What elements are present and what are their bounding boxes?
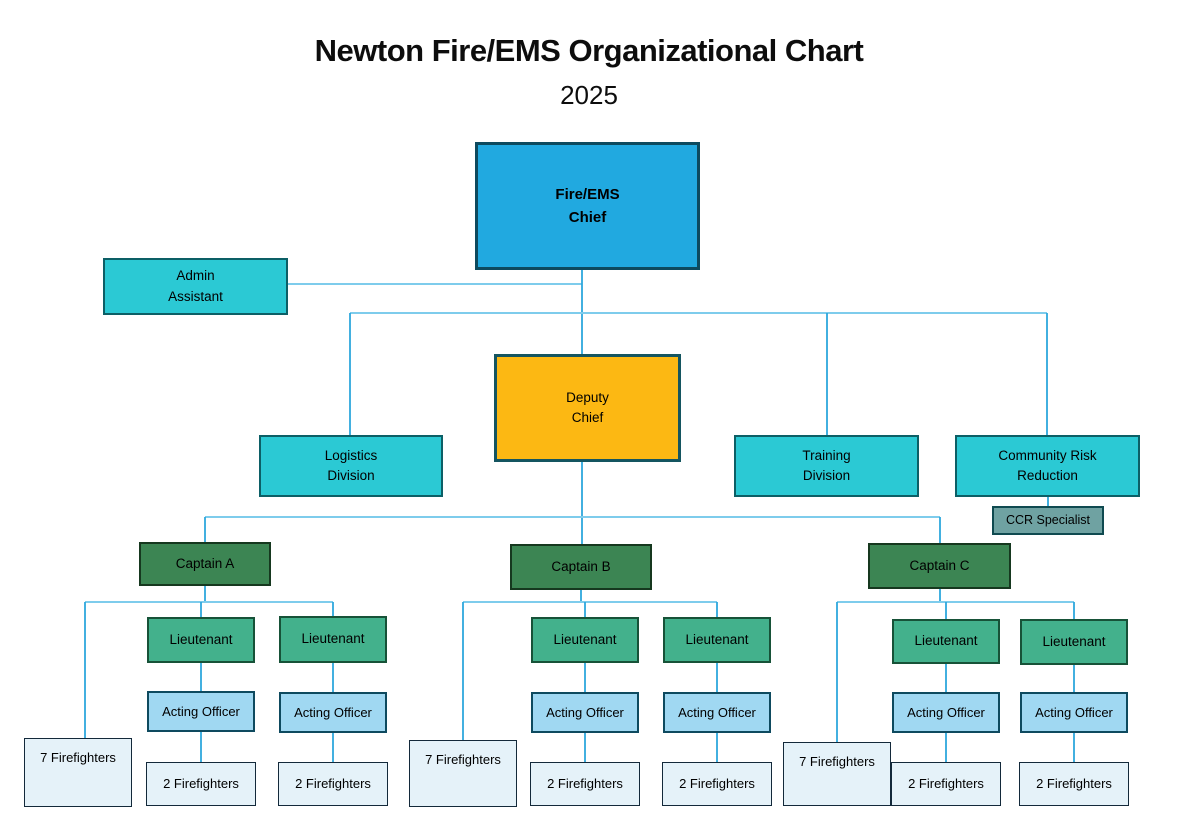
- node-7-firefighters-b: 7 Firefighters: [409, 740, 517, 807]
- node-captain-b: Captain B: [510, 544, 652, 590]
- chart-title: Newton Fire/EMS Organizational Chart: [314, 33, 864, 68]
- node-lieutenant-b1: Lieutenant: [531, 617, 639, 663]
- node-2-firefighters-c1: 2 Firefighters: [891, 762, 1001, 806]
- node-admin-assistant: Admin Assistant: [103, 258, 288, 315]
- node-2-firefighters-a1: 2 Firefighters: [146, 762, 256, 806]
- node-lieutenant-a1: Lieutenant: [147, 617, 255, 663]
- node-acting-officer-c2: Acting Officer: [1020, 692, 1128, 733]
- node-lieutenant-c2: Lieutenant: [1020, 619, 1128, 665]
- node-logistics-division: Logistics Division: [259, 435, 443, 497]
- node-acting-officer-b1: Acting Officer: [531, 692, 639, 733]
- node-lieutenant-b2: Lieutenant: [663, 617, 771, 663]
- node-community-risk-reduction: Community Risk Reduction: [955, 435, 1140, 497]
- node-acting-officer-a1: Acting Officer: [147, 691, 255, 732]
- node-lieutenant-a2: Lieutenant: [279, 616, 387, 663]
- node-acting-officer-b2: Acting Officer: [663, 692, 771, 733]
- node-2-firefighters-a2: 2 Firefighters: [278, 762, 388, 806]
- chart-year: 2025: [560, 80, 618, 110]
- node-deputy-chief: Deputy Chief: [494, 354, 681, 462]
- node-2-firefighters-b2: 2 Firefighters: [662, 762, 772, 806]
- node-captain-a: Captain A: [139, 542, 271, 586]
- node-ccr-specialist: CCR Specialist: [992, 506, 1104, 535]
- node-acting-officer-a2: Acting Officer: [279, 692, 387, 733]
- node-training-division: Training Division: [734, 435, 919, 497]
- node-captain-c: Captain C: [868, 543, 1011, 589]
- node-lieutenant-c1: Lieutenant: [892, 619, 1000, 664]
- node-7-firefighters-a: 7 Firefighters: [24, 738, 132, 807]
- node-7-firefighters-c: 7 Firefighters: [783, 742, 891, 806]
- node-fire-ems-chief: Fire/EMS Chief: [475, 142, 700, 270]
- node-2-firefighters-c2: 2 Firefighters: [1019, 762, 1129, 806]
- node-acting-officer-c1: Acting Officer: [892, 692, 1000, 733]
- node-2-firefighters-b1: 2 Firefighters: [530, 762, 640, 806]
